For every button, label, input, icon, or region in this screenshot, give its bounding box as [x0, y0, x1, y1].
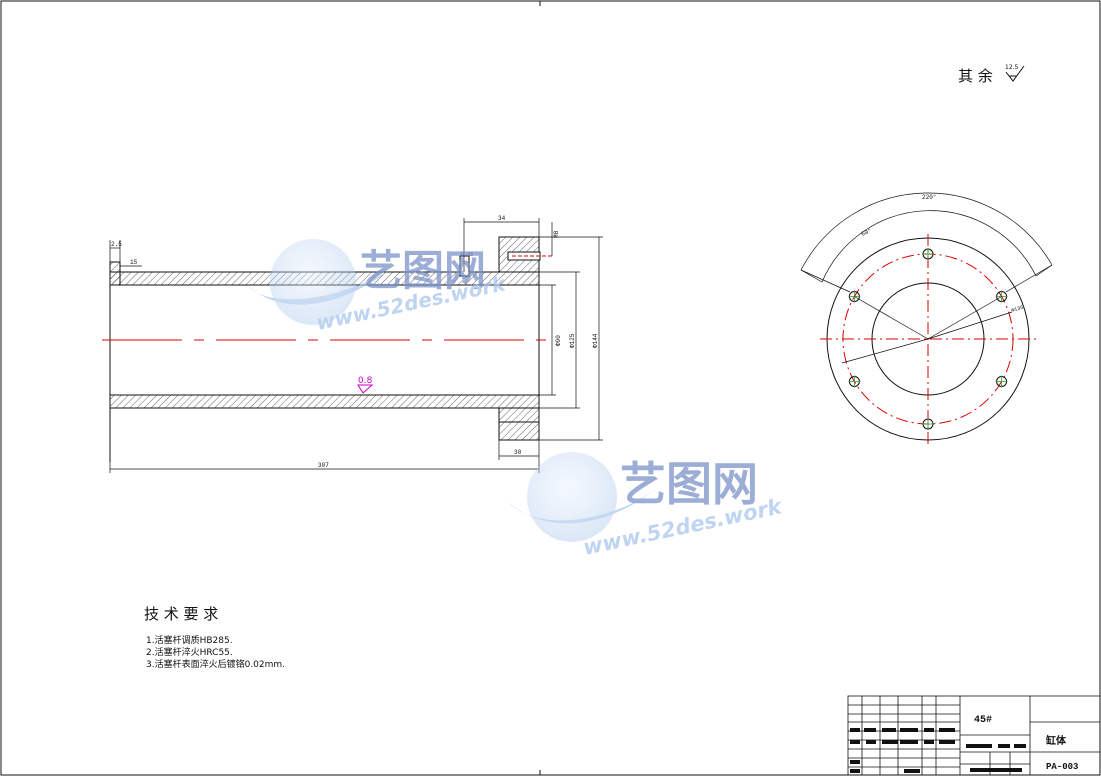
title-block-filled-labels: [850, 728, 1026, 773]
dim-flange-top-width: 34: [498, 215, 506, 222]
tech-req-title: 技 术 要 求: [144, 605, 218, 623]
dim-pcd: Φ135: [1011, 304, 1024, 313]
dim-pitch-angle: 60°: [860, 227, 873, 238]
tech-req-item: 2.活塞杆淬火HRC55.: [146, 646, 233, 658]
section-dimension-texts: 307 30 34 2.5 15 Φ90 Φ125 Φ144 M8 6.35: [111, 215, 599, 469]
lower-wall-hatch: [109, 394, 540, 409]
flange-lower-hatch: [498, 407, 540, 441]
dim-left-small-b: 15: [130, 259, 138, 266]
title-block-drawing-no: PA-003: [1046, 762, 1078, 772]
watermark-brand-cn: 艺图网: [620, 457, 758, 511]
dim-arc-angle: 220°: [922, 194, 936, 201]
dim-total-length: 307: [318, 462, 329, 469]
roughness-symbol-icon: [1005, 65, 1025, 82]
watermark-lower: 艺图网 www.52des.work: [508, 452, 786, 560]
bore-roughness-value: 0.8: [358, 376, 373, 386]
technical-requirements: 技 术 要 求 1.活塞杆调质HB285. 2.活塞杆淬火HRC55. 3.活塞…: [144, 605, 285, 670]
dim-flange-length: 30: [514, 449, 522, 456]
dim-bore-dia: Φ90: [555, 335, 562, 346]
watermark-globe-icon: [270, 239, 356, 325]
tech-req-item: 3.活塞杆表面淬火后镀铬0.02mm.: [146, 658, 285, 670]
title-block-part-name: 缸体: [1045, 734, 1067, 747]
title-block-material: 45#: [974, 715, 992, 726]
dim-screw-hole: M8: [553, 230, 560, 238]
section-view: 0.8: [102, 236, 552, 462]
angle-construction-lines: [800, 192, 1053, 364]
dim-flange-outer-dia: Φ144: [592, 333, 599, 348]
end-view: 220° 60° Φ135: [800, 192, 1053, 444]
tech-req-item: 1.活塞杆调质HB285.: [146, 634, 233, 646]
watermark-globe-icon: [527, 452, 617, 542]
bore-roughness-icon: [357, 384, 374, 394]
surface-note-label: 其 余: [958, 67, 993, 85]
watermark-upper: 艺图网 www.52des.work: [248, 239, 509, 335]
wall-pin-hole: [459, 255, 470, 277]
dim-flange-body-dia: Φ125: [569, 333, 576, 348]
section-dimensions: [109, 218, 603, 473]
watermark-brand-cn: 艺图网: [360, 246, 486, 295]
general-roughness-note: 其 余 12.5: [958, 64, 1025, 85]
dim-pin-hole: 6.35: [461, 252, 473, 258]
surface-note-value: 12.5: [1005, 64, 1019, 71]
dim-left-small-a: 2.5: [111, 241, 122, 248]
left-end-step: [109, 261, 121, 286]
